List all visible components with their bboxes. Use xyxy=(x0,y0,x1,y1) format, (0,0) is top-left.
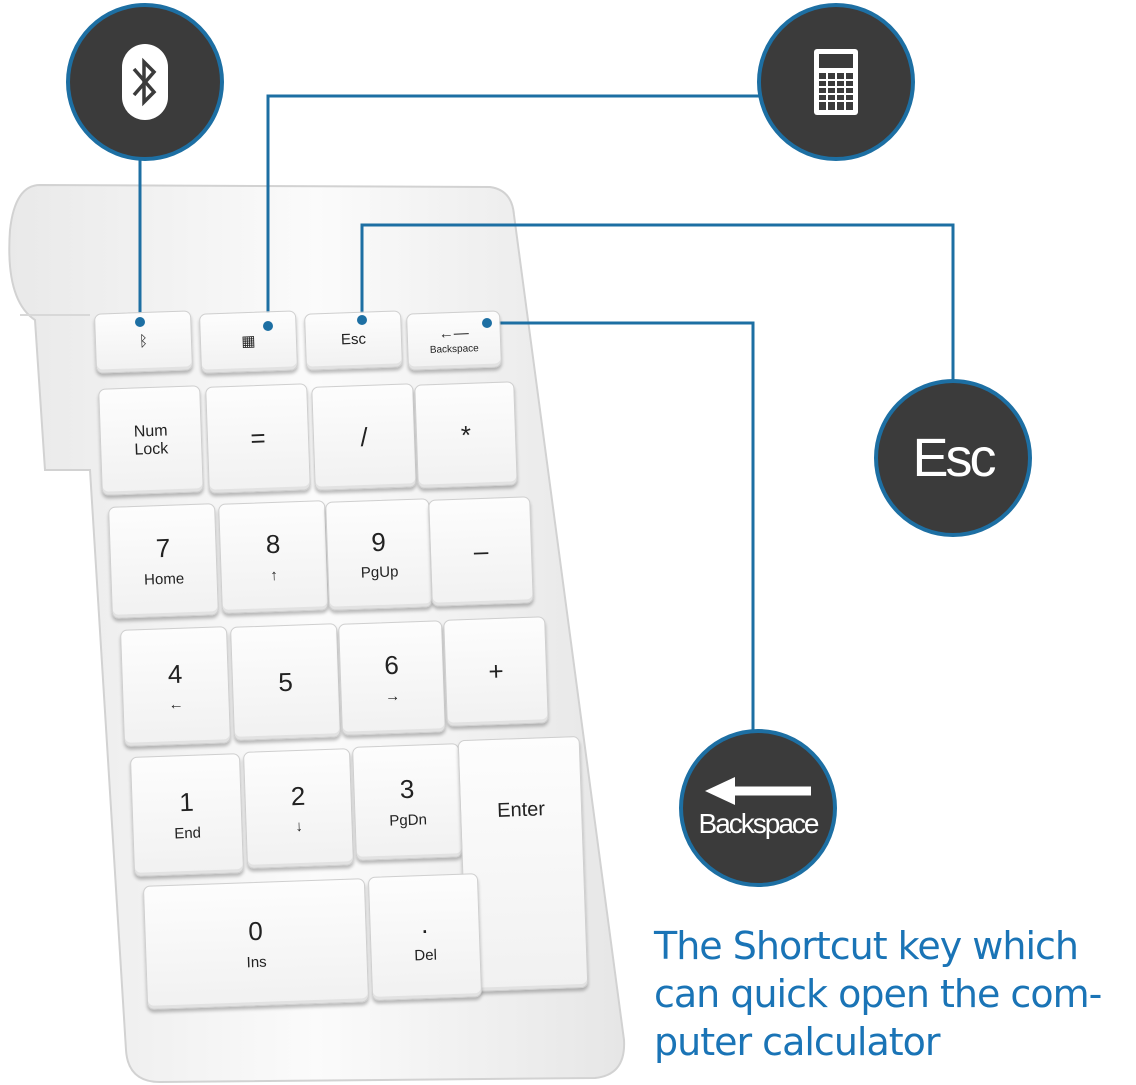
key-label: . xyxy=(420,909,429,940)
key-[interactable]: = xyxy=(205,383,311,494)
key-label: 5 xyxy=(277,666,294,697)
key-sublabel: Backspace xyxy=(429,343,479,357)
bluetooth-callout xyxy=(66,3,224,161)
key-sublabel: PgUp xyxy=(360,563,399,582)
key-label: + xyxy=(487,655,505,687)
key-esc[interactable]: Esc xyxy=(304,310,403,371)
key-[interactable]: + xyxy=(443,616,549,727)
key-label: = xyxy=(249,422,267,454)
caption: The Shortcut key which can quick open th… xyxy=(654,922,1102,1066)
key-[interactable]: 2↓ xyxy=(242,748,355,869)
key-[interactable]: 4← xyxy=(119,626,232,747)
key-5[interactable]: 5 xyxy=(230,623,341,741)
key-[interactable]: ᛒ xyxy=(93,310,194,374)
key-sublabel: ← xyxy=(168,696,184,714)
key-label: 8 xyxy=(265,528,281,560)
left-arrow-icon xyxy=(705,777,811,805)
caption-line: puter calculator xyxy=(654,1020,941,1064)
key-label: Num Lock xyxy=(133,422,169,459)
key-sublabel: Ins xyxy=(246,953,267,972)
key-[interactable]: ▦ xyxy=(198,310,299,374)
key-sublabel: End xyxy=(173,824,202,843)
key-del[interactable]: . Del xyxy=(367,873,483,1001)
calculator-callout xyxy=(757,3,915,161)
key-label: 0 xyxy=(247,915,264,947)
esc-leader-line xyxy=(360,223,955,380)
key-label: 3 xyxy=(399,773,415,805)
key-label: ←— xyxy=(438,324,470,343)
key-label: 7 xyxy=(155,532,171,564)
esc-callout: Esc xyxy=(874,379,1032,537)
key-label: Enter xyxy=(496,798,546,822)
key-sublabel: Del xyxy=(414,946,438,965)
backspace-callout: Backspace xyxy=(679,729,837,887)
calculator-icon: ▦ xyxy=(241,332,256,350)
bluetooth-icon xyxy=(122,44,168,120)
key-sublabel: ↑ xyxy=(270,566,279,584)
key-[interactable]: – xyxy=(428,496,534,607)
key-label: – xyxy=(473,535,489,567)
backspace-leader-line xyxy=(487,321,755,730)
caption-line: The Shortcut key which xyxy=(654,924,1079,968)
key-label: 1 xyxy=(178,786,195,818)
key-backspace[interactable]: ←—Backspace xyxy=(406,310,502,371)
key-label: 2 xyxy=(290,780,306,811)
caption-line: can quick open the com- xyxy=(654,972,1102,1016)
key-label: Esc xyxy=(340,330,367,349)
key-sublabel: Home xyxy=(143,570,185,589)
key-sublabel: ↓ xyxy=(295,818,304,836)
calculator-icon xyxy=(814,49,858,115)
esc-callout-label: Esc xyxy=(912,428,996,488)
key-[interactable]: / xyxy=(311,383,417,491)
key-label: 9 xyxy=(370,526,387,557)
key-num-lock[interactable]: Num Lock xyxy=(98,385,204,496)
key-[interactable]: 6→ xyxy=(338,620,446,736)
key-[interactable]: * xyxy=(414,381,518,489)
key-label: 6 xyxy=(383,649,400,681)
key-[interactable]: 8↑ xyxy=(218,500,329,614)
key-label: / xyxy=(359,421,369,452)
key-label: 4 xyxy=(167,658,183,689)
key-sublabel: → xyxy=(384,687,401,706)
calculator-leader-line xyxy=(266,94,760,325)
bluetooth-icon: ᛒ xyxy=(138,332,149,350)
key-label: * xyxy=(460,419,472,450)
key-sublabel: PgDn xyxy=(389,811,428,830)
backspace-callout-label: Backspace xyxy=(698,808,820,839)
